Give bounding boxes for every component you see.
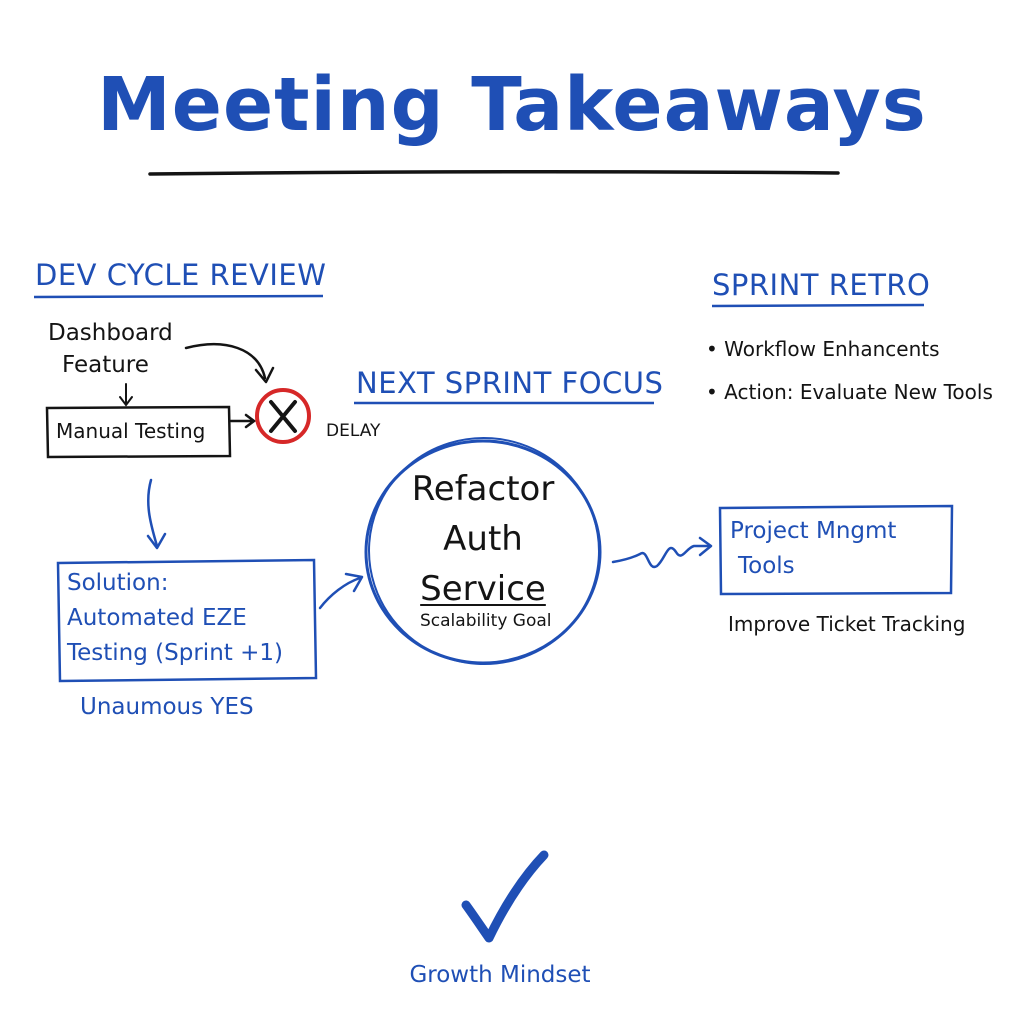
tools-box <box>718 504 954 596</box>
tools-caption: Improve Ticket Tracking <box>728 612 966 636</box>
tools-text: Project Mngmt Tools <box>730 514 896 584</box>
focus-circle-text: Refactor Auth Service <box>383 464 583 614</box>
sprint-retro-heading-underline <box>711 303 925 308</box>
focus-line2: Auth <box>443 519 523 559</box>
vote-result: Unaumous YES <box>80 694 254 720</box>
dev-cycle-heading-underline <box>33 294 324 299</box>
next-sprint-heading: NEXT SPRINT FOCUS <box>356 366 664 400</box>
manual-testing-label: Manual Testing <box>56 419 206 443</box>
feature-to-testing-arrow <box>119 383 133 407</box>
focus-to-tools-arrowhead <box>698 536 713 557</box>
page-title: Meeting Takeaways <box>97 62 927 148</box>
manual-testing-box <box>45 405 232 459</box>
testing-to-solution-arrow <box>147 478 159 548</box>
feature-label-line1: Dashboard <box>48 320 173 346</box>
feature-to-block-arrow <box>184 343 267 380</box>
solution-to-focus-arrow <box>318 576 362 610</box>
dev-cycle-heading: DEV CYCLE REVIEW <box>35 258 327 292</box>
growth-mindset-label: Growth Mindset <box>409 962 591 988</box>
delay-label: DELAY <box>326 421 381 441</box>
feature-to-block-arrowhead <box>254 366 275 384</box>
solution-line1: Solution: <box>67 570 169 596</box>
focus-circle <box>364 436 602 666</box>
solution-text: Solution: Automated EZE Testing (Sprint … <box>67 566 283 671</box>
solution-line3: Testing (Sprint +1) <box>67 640 283 666</box>
retro-bullet-2: Action: Evaluate New Tools <box>706 380 993 404</box>
checkmark-icon <box>461 850 549 943</box>
sprint-retro-heading: SPRINT RETRO <box>712 268 931 302</box>
solution-line2: Automated EZE <box>67 605 247 631</box>
testing-to-solution-arrowhead <box>146 532 167 550</box>
title-underline <box>148 169 840 176</box>
tools-line1: Project Mngmt <box>730 518 897 544</box>
tools-line2: Tools <box>738 553 795 579</box>
retro-bullet-1: Workflow Enhancents <box>706 337 939 361</box>
feature-label-line2: Feature <box>62 352 149 378</box>
x-circle-icon <box>255 388 311 444</box>
solution-box <box>56 558 318 683</box>
focus-line3: Service <box>420 569 546 609</box>
focus-to-tools-arrow <box>611 544 711 569</box>
scalability-goal: Scalability Goal <box>420 611 552 631</box>
testing-to-block-arrow <box>229 413 257 429</box>
focus-line1: Refactor <box>411 469 555 509</box>
solution-to-focus-arrowhead <box>344 572 364 593</box>
